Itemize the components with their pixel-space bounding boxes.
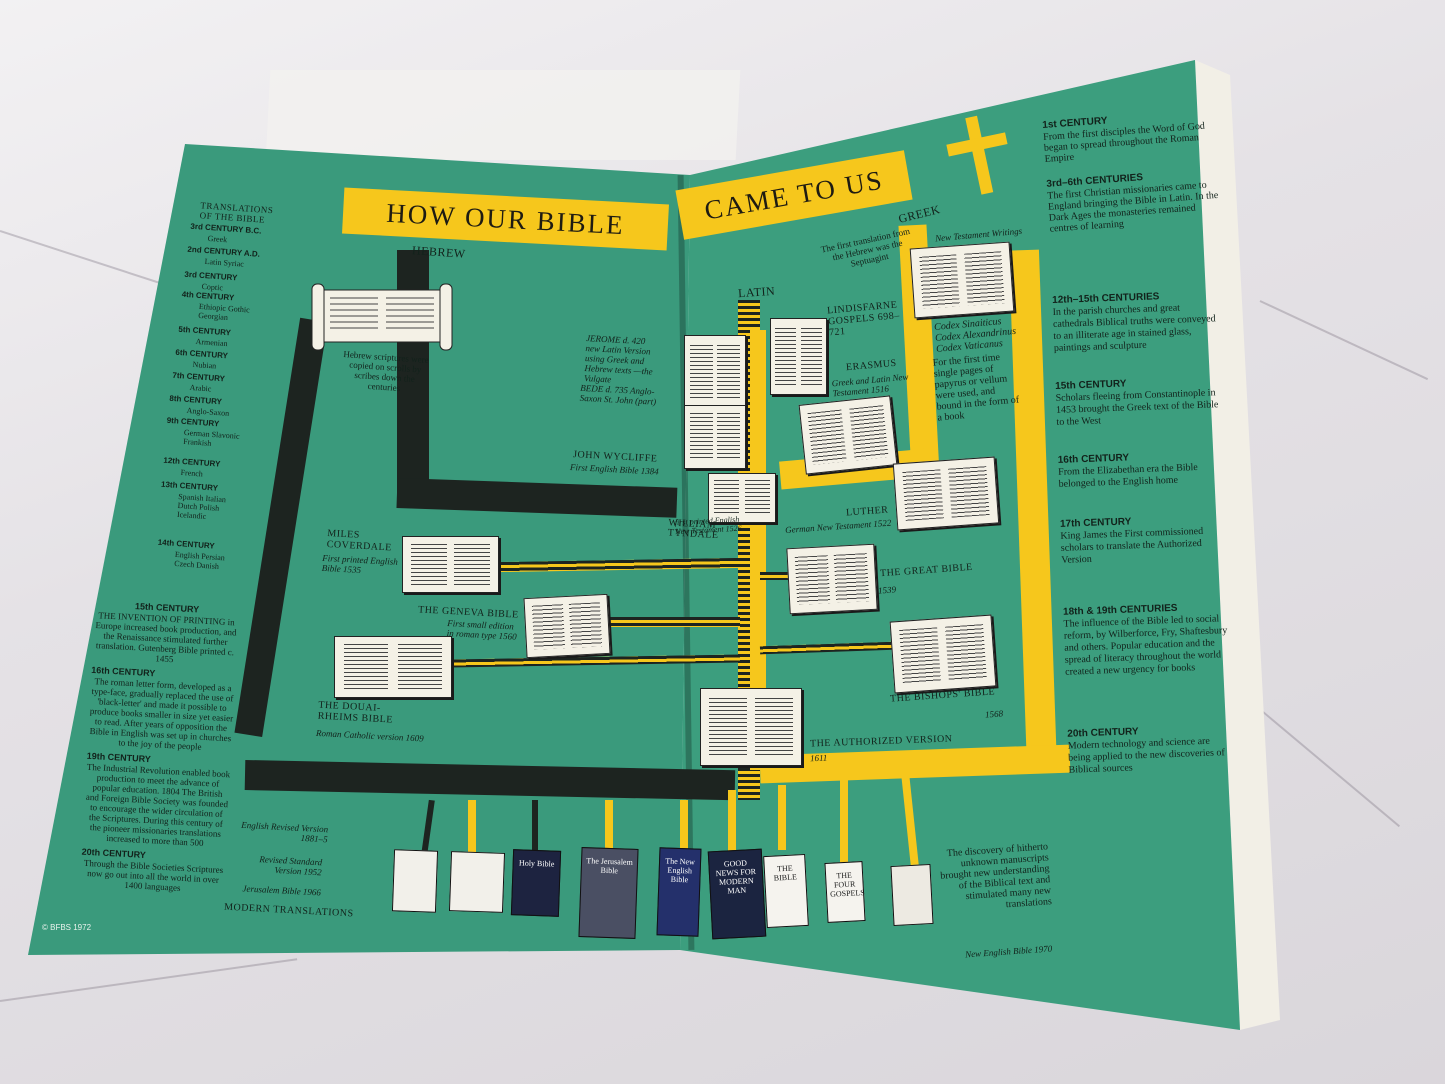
modern-bible-cover: THE BIBLE (763, 853, 809, 929)
right-c12-text: In the parish churches and great cathedr… (1052, 302, 1216, 354)
drop-line (532, 800, 538, 855)
luther-illustration (892, 456, 1000, 531)
hebrew-scrolls-text: Hebrew scriptures were copied on scrolls… (343, 349, 430, 394)
papyrus-text: For the first time single pages of papyr… (932, 351, 1020, 424)
erasmus-illustration (798, 395, 898, 475)
right-column-lower: 12th–15th CENTURIES In the parish church… (1052, 289, 1234, 776)
modern-bible-cover (391, 849, 439, 913)
hebrew-scroll-icon (311, 283, 453, 351)
book-illustration (684, 405, 746, 469)
right-c15-text: Scholars fleeing from Constantinople in … (1055, 387, 1219, 428)
bishops-bible-illustration (889, 614, 997, 694)
lindisfarne-illustration (770, 318, 827, 395)
lindisfarne-label: LINDISFARNE GOSPELS 698–721 (826, 299, 901, 339)
nt-writings-illustration (909, 241, 1015, 319)
cover-title: GOOD NEWS FOR MODERN MAN (715, 858, 757, 896)
drop-line (605, 800, 613, 855)
great-bible-illustration (786, 543, 878, 615)
drop-line (468, 800, 476, 855)
modern-bible-cover: Holy Bible (510, 849, 562, 917)
cover-title: The Jerusalem Bible (586, 856, 633, 876)
right-column: 1st CENTURY From the first disciples the… (1042, 108, 1225, 234)
left-lower-text: 15th CENTURY THE INVENTION OF PRINTING i… (80, 598, 240, 895)
book-illustration (708, 473, 776, 523)
douai-illustration (334, 636, 452, 698)
drop-line (728, 790, 736, 855)
cover-title (895, 873, 927, 875)
modern-bible-cover: The Jerusalem Bible (578, 847, 639, 939)
modern-bible-cover: THE FOUR GOSPELS (824, 861, 866, 923)
coverdale-label: MILES COVERDALE (326, 528, 393, 554)
jerome-text: JEROME d. 420 new Latin Version using Gr… (583, 333, 653, 385)
branch-geneva (600, 617, 740, 627)
coverdale-illustration (402, 536, 499, 593)
douai-label: THE DOUAI-RHEIMS BIBLE (317, 699, 394, 726)
modern-bible-cover: GOOD NEWS FOR MODERN MAN (707, 848, 767, 940)
book-illustration (684, 335, 746, 409)
drop-line (840, 778, 848, 863)
coverdale-sub: First printed English Bible 1535 (321, 552, 398, 575)
geneva-illustration (523, 593, 611, 659)
modern-bible-cover (448, 851, 506, 913)
cover-title: THE BIBLE (773, 863, 798, 883)
copyright: © BFBS 1972 (42, 923, 92, 932)
cover-title (455, 860, 501, 862)
cover-title: Holy Bible (518, 858, 555, 869)
right-c16-text: From the Elizabethan era the Bible belon… (1058, 462, 1198, 490)
right-c17-text: King James the First commissioned schola… (1060, 525, 1204, 566)
right-c18-text: The influence of the Bible led to social… (1063, 613, 1228, 678)
bishops-bible-year: 1568 (984, 708, 1004, 720)
left-c19-text: The Industrial Revolution enabled book p… (85, 761, 231, 849)
left-c15-text: THE INVENTION OF PRINTING in Europe incr… (95, 610, 237, 665)
modern-bible-cover: The New English Bible (656, 847, 702, 937)
hebrew-label: HEBREW (411, 243, 467, 261)
cross-icon (946, 115, 1008, 195)
drop-line (680, 800, 688, 855)
branch-great (760, 572, 790, 580)
discovery-text: The discovery of hitherto unknown manusc… (939, 841, 1053, 911)
left-c16-text: The roman letter form, developed as a ty… (89, 676, 234, 752)
drop-line (778, 785, 786, 850)
yellow-inner-trunk (750, 330, 766, 770)
modern-bible-cover (890, 863, 934, 927)
right-c20-text: Modern technology and science are being … (1067, 735, 1225, 776)
century-languages: Spanish Italian Dutch Polish Icelandic (176, 491, 227, 521)
authorized-version-illustration (700, 688, 802, 766)
geneva-sub: First small edition in roman type 1560 (446, 618, 517, 642)
cover-title: THE FOUR GOSPELS (829, 870, 865, 899)
cover-title: The New English Bible (665, 856, 695, 885)
latin-label: LATIN (737, 283, 776, 301)
authorized-year: 1611 (809, 752, 828, 764)
great-bible-year: 1539 (877, 584, 897, 596)
cover-title (398, 858, 434, 859)
